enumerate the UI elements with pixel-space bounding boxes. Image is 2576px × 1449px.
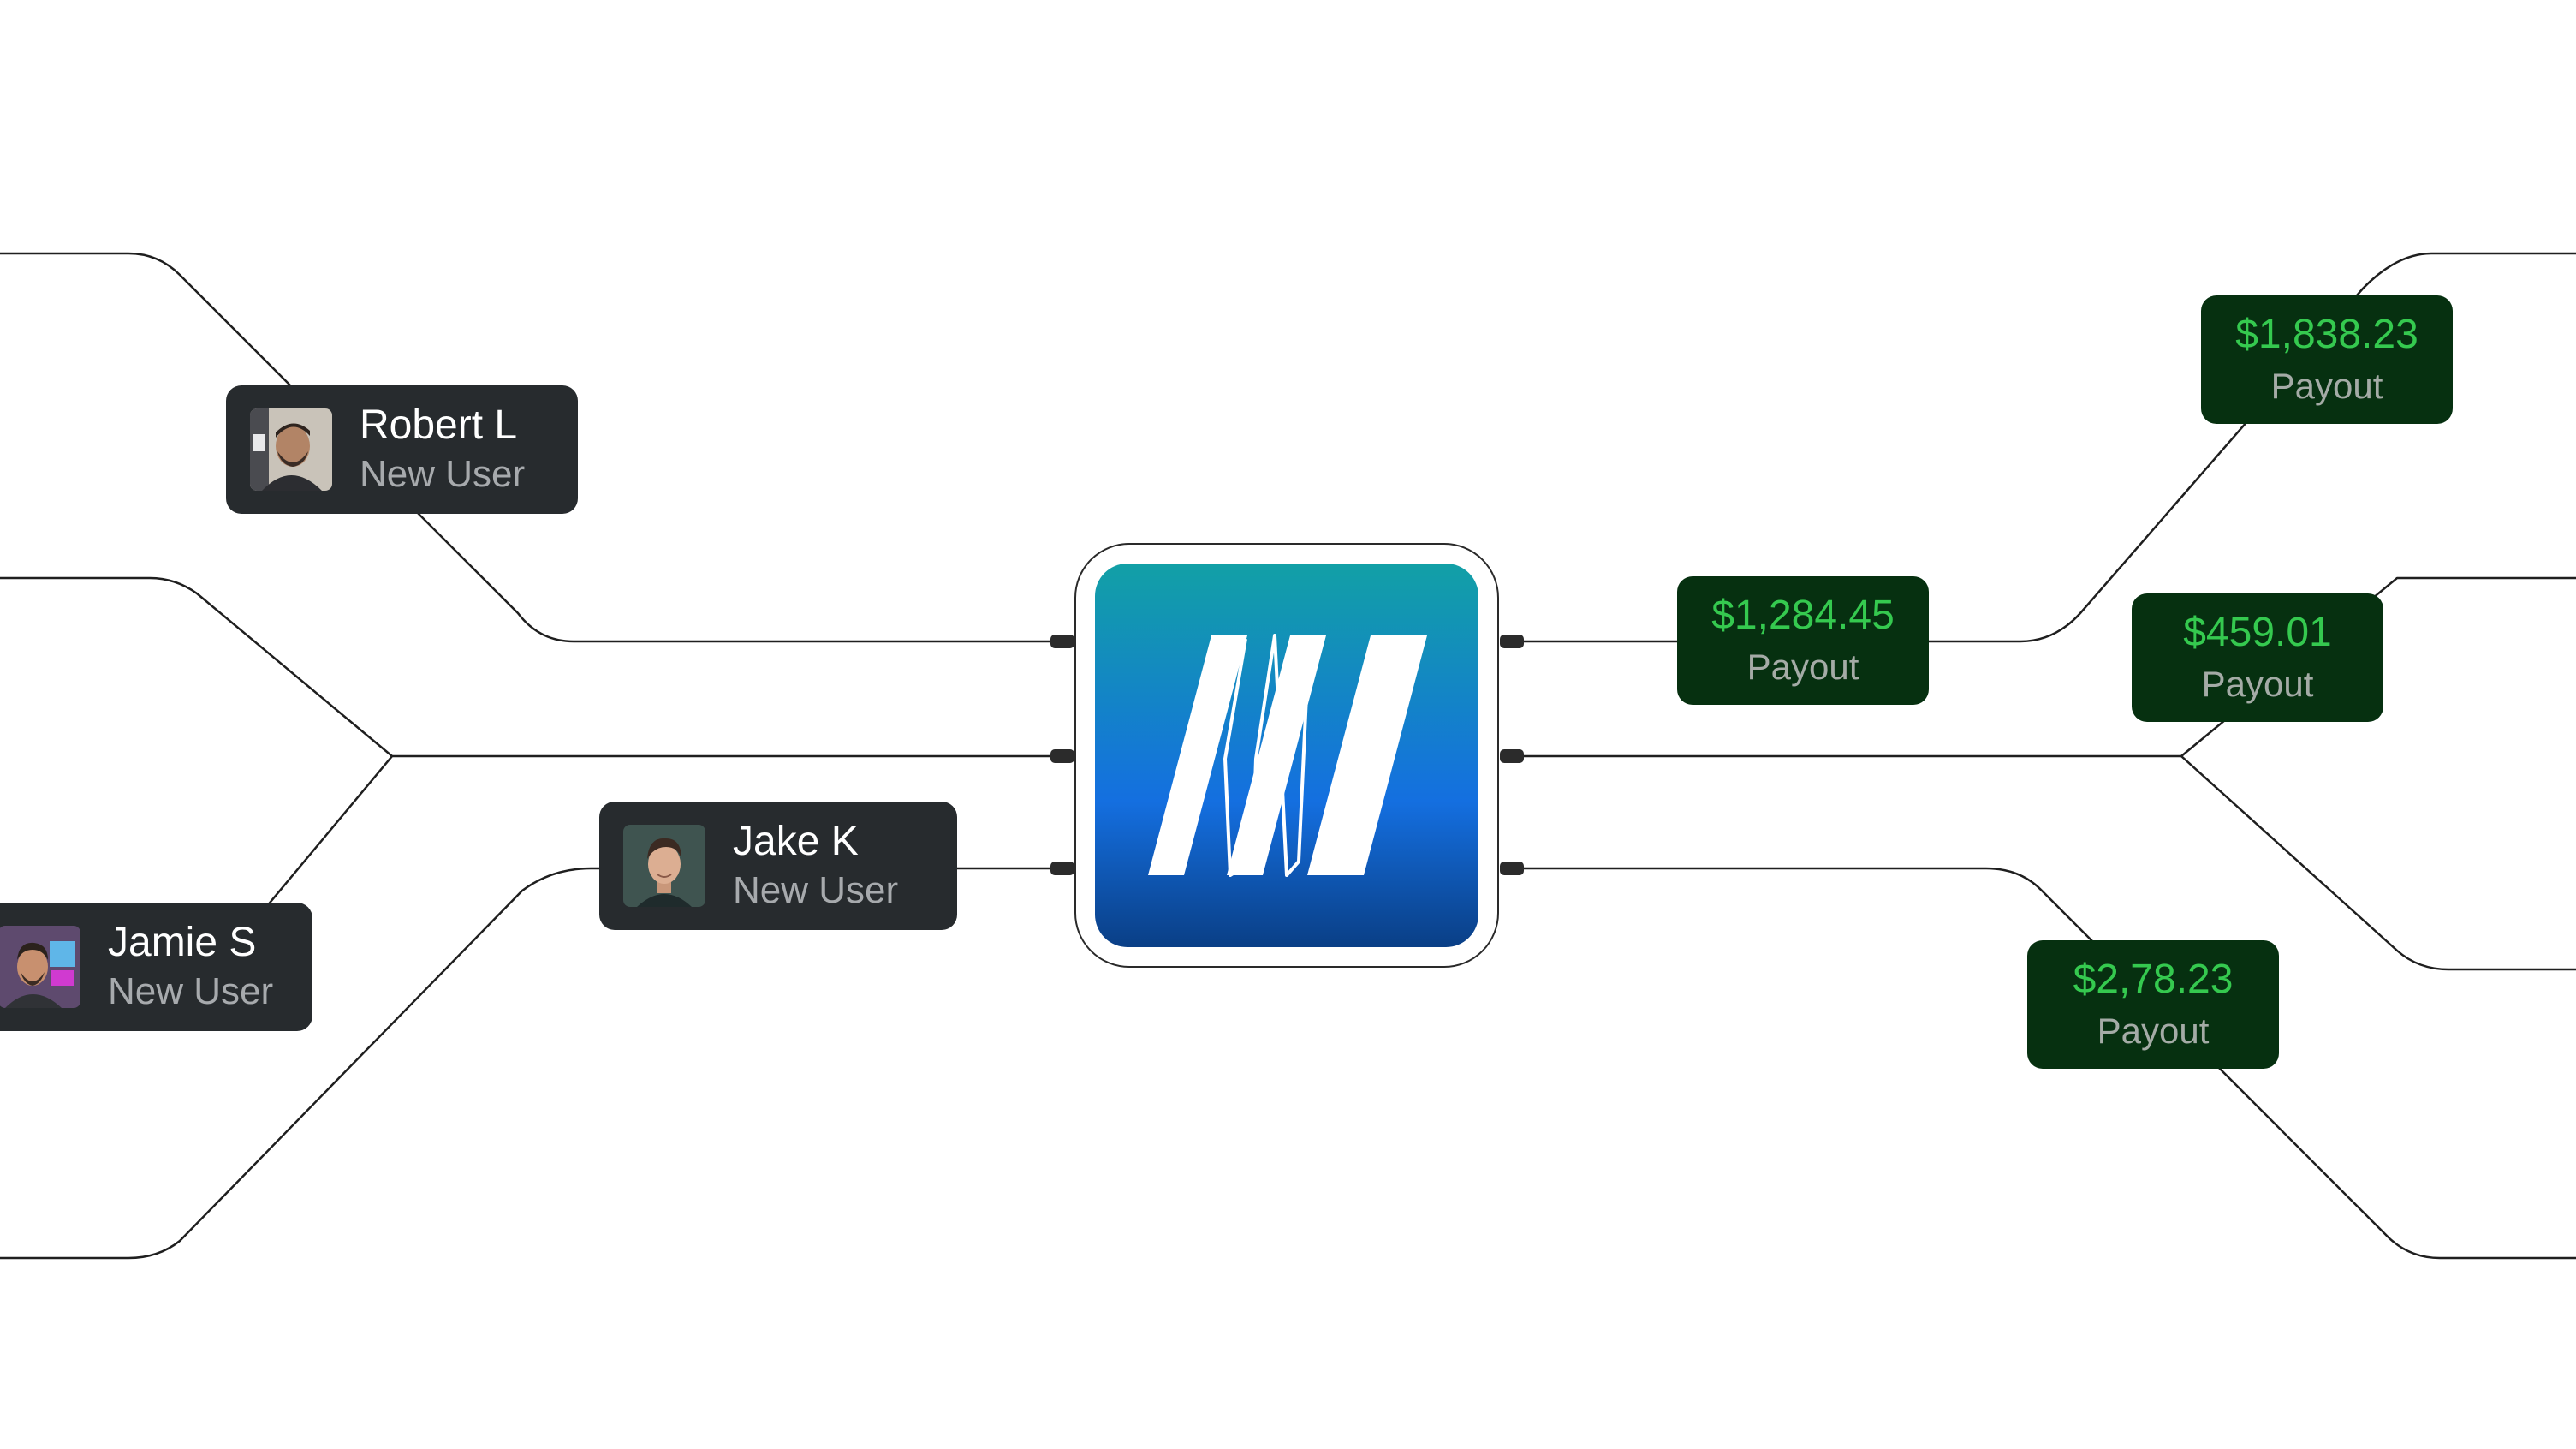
- wire-right-3: [2180, 754, 2576, 971]
- payout-label: Payout: [2097, 1011, 2210, 1051]
- hub-pin-right-bottom: [1500, 862, 1524, 875]
- payout-amount: $1,284.45: [1711, 593, 1895, 638]
- hub-node: [1074, 543, 1499, 968]
- hub-pin-right-top: [1500, 635, 1524, 648]
- payout-amount: $1,838.23: [2235, 312, 2418, 357]
- payout-label: Payout: [1746, 647, 1859, 687]
- payout-card-1[interactable]: $1,838.23 Payout: [2201, 295, 2453, 424]
- avatar-robert: [250, 408, 332, 491]
- user-status: New User: [108, 970, 274, 1012]
- wire-left-2: [0, 576, 1063, 758]
- payout-label: Payout: [2270, 366, 2383, 406]
- hub-pin-left-top: [1050, 635, 1074, 648]
- user-status: New User: [360, 453, 526, 495]
- user-name: Jamie S: [108, 920, 257, 965]
- payout-card-3[interactable]: $459.01 Payout: [2132, 593, 2383, 722]
- payout-label: Payout: [2201, 664, 2314, 704]
- payout-amount: $459.01: [2183, 610, 2332, 655]
- wire-right-1: [1510, 252, 2576, 643]
- avatar-jake: [623, 825, 705, 907]
- user-card-robert[interactable]: Robert L New User: [226, 385, 578, 514]
- user-name: Robert L: [360, 402, 518, 448]
- payout-card-2[interactable]: $1,284.45 Payout: [1677, 576, 1929, 705]
- hub-pin-left-bottom: [1050, 862, 1074, 875]
- avatar-jamie: [0, 926, 80, 1008]
- user-name: Jake K: [733, 819, 859, 864]
- payout-card-4[interactable]: $2,78.23 Payout: [2027, 940, 2279, 1069]
- hub-pin-right-mid: [1500, 749, 1524, 763]
- user-card-jamie[interactable]: Jamie S New User: [0, 903, 312, 1031]
- brand-logo-icon: [1095, 564, 1478, 947]
- wire-left-4: [0, 867, 1063, 1260]
- hub-pin-left-mid: [1050, 749, 1074, 763]
- user-card-jake[interactable]: Jake K New User: [599, 802, 957, 930]
- user-status: New User: [733, 869, 899, 911]
- wire-right-2: [1510, 576, 2576, 758]
- payout-amount: $2,78.23: [2073, 957, 2234, 1002]
